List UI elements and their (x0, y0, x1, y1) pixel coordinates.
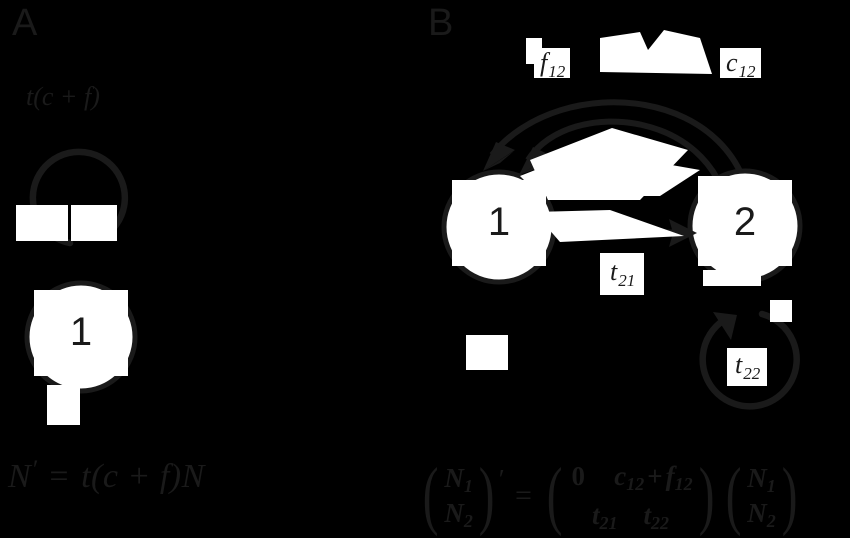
edge-label-c12-base: c (726, 48, 738, 77)
panel-b-edge-label-t21: t21 (600, 253, 645, 295)
panel-b-node-2-label: 2 (698, 180, 792, 266)
cell-12-plus: + (647, 461, 663, 491)
cell-22-base: t (643, 500, 651, 531)
artifact-patch-a2 (71, 205, 117, 241)
edge-label-c12-sub: 12 (738, 62, 756, 81)
cell-12-base2: f (665, 461, 675, 491)
artifact-patch-b4 (770, 300, 792, 322)
panel-a-equation: N′ = t(c + f)N (8, 455, 205, 496)
matrix-paren-close: ) (698, 453, 715, 538)
cell-12-base: c (614, 461, 627, 491)
cell-12-sub2: 12 (674, 474, 693, 494)
matrix-cell-1-1: 0 (568, 462, 588, 490)
rhs-vector: ( N1 N2 ) (721, 453, 802, 538)
panel-b-node-1-label: 1 (452, 180, 546, 266)
panel-label-b: B (428, 2, 454, 44)
panel-b-matrix-equation: ( N1 N2 ) ′ = ( 0 (418, 453, 802, 538)
cell-21-base: t (591, 500, 600, 531)
rhs-vector-column: N1 N2 (746, 463, 777, 531)
lhs-vector-column: N1 N2 (443, 463, 474, 531)
matrix-paren-open: ( (546, 453, 563, 538)
matrix-equals: = (515, 478, 532, 512)
eq-a-prime: ′ (31, 455, 38, 484)
artifact-patch-a1 (16, 205, 68, 241)
edge-label-t22-base: t (735, 350, 743, 379)
rhs-n1-base: N (747, 463, 767, 493)
lhs-n1-sub: 1 (463, 476, 473, 496)
lhs-paren-close: ) (478, 453, 495, 538)
lhs-n2-sub: 2 (463, 511, 473, 532)
rhs-n2-sub: 2 (766, 511, 776, 532)
transition-matrix: ( 0 c12+f12 t21 t22 (542, 453, 719, 538)
panel-b-edge-label-c12: c12 (720, 48, 761, 81)
edge-label-f12-sub: 12 (548, 62, 566, 81)
panel-b-edge-label-f12: f12 (534, 48, 571, 81)
eq-a-equals: = (49, 458, 70, 495)
edge-label-t21-sub: 21 (618, 271, 636, 290)
lhs-vector-cell-2: N2 (444, 498, 473, 531)
rhs-n1-sub: 1 (766, 476, 776, 496)
rhs-n2-base: N (747, 498, 767, 529)
rhs-vector-cell-2: N2 (747, 498, 776, 531)
artifact-patch-a3 (47, 385, 80, 425)
matrix-cell-1-2: c12+f12 (614, 461, 692, 494)
eq-a-rhs: t(c + f)N (81, 458, 205, 495)
cell-12-sub: 12 (626, 474, 645, 494)
rhs-paren-close: ) (781, 453, 798, 538)
lhs-n1-base: N (444, 463, 464, 493)
rhs-vector-cell-1: N1 (747, 463, 776, 496)
matrix-cell-2-1: t21 (591, 500, 618, 533)
panel-b-self-loop-t22 (699, 310, 800, 410)
artifact-patch-b3 (703, 270, 761, 286)
panel-a-edge-label-t-c-f: t(c + f) (26, 82, 100, 111)
lhs-paren-open: ( (422, 453, 439, 538)
matrix-cell-2-2: t22 (643, 500, 669, 533)
lhs-n2-base: N (444, 498, 464, 529)
cell-22-sub: 22 (650, 513, 669, 534)
lhs-vector: ( N1 N2 ) ′ (418, 453, 505, 538)
artifact-patch-b1 (466, 335, 508, 370)
matrix-row-1: 0 c12+f12 (568, 461, 693, 494)
eq-a-lhs: N (8, 458, 32, 495)
matrix-row-2: t21 t22 (568, 500, 692, 533)
panel-b-edge-label-t22: t22 (727, 348, 768, 386)
panel-label-a: A (12, 2, 38, 44)
rhs-paren-open: ( (725, 453, 742, 538)
panel-a-node-1-label: 1 (34, 290, 128, 376)
edge-label-t22-sub: 22 (743, 364, 761, 383)
lhs-vector-prime: ′ (497, 464, 504, 495)
edge-label-f12-base: f (540, 48, 548, 77)
cell-11-base: 0 (571, 461, 586, 491)
lhs-vector-cell-1: N1 (444, 463, 473, 496)
matrix-body: 0 c12+f12 t21 t22 (567, 461, 693, 533)
cell-21-sub: 21 (599, 513, 618, 534)
edge-label-t21-base: t (610, 257, 618, 286)
